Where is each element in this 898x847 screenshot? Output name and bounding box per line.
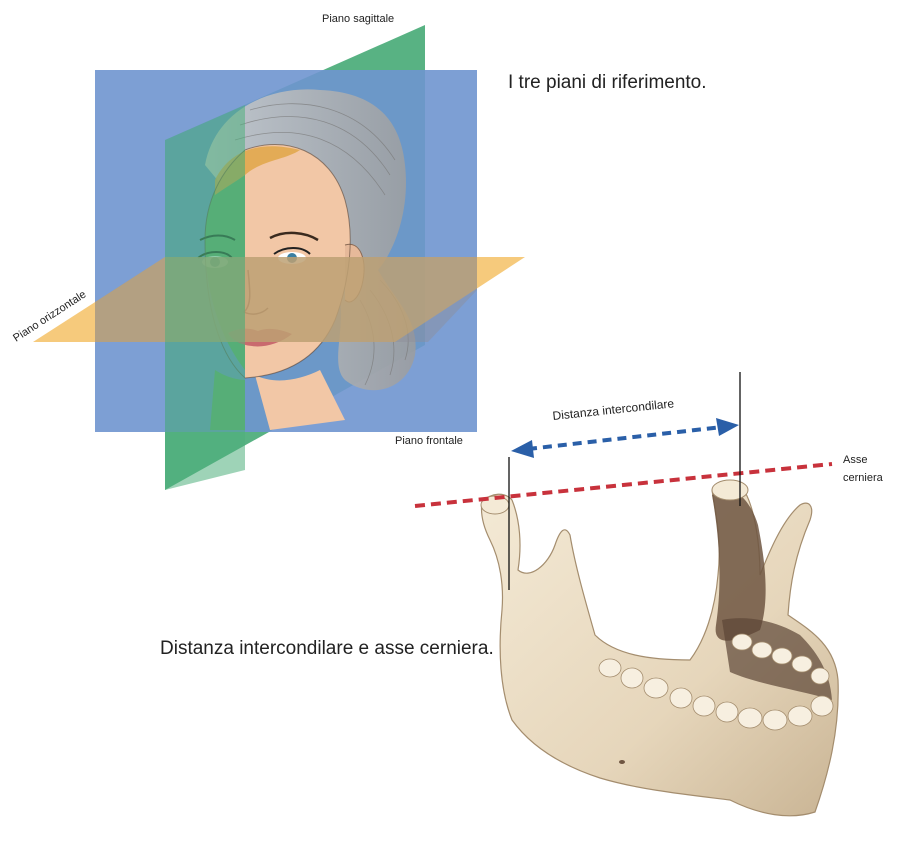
caption-reference-planes: I tre piani di riferimento. (508, 72, 707, 94)
right-condyle (712, 480, 748, 500)
label-sagittal-plane: Piano sagittale (322, 13, 394, 25)
hinge-axis-line (415, 464, 832, 506)
caption-intercondylar-hinge-axis: Distanza intercondilare e asse cerniera. (160, 638, 494, 660)
sagittal-plane-front (165, 105, 245, 490)
mental-foramen (619, 760, 625, 764)
label-hinge-axis-line2: cerniera (843, 472, 884, 484)
plane-overlap (95, 257, 477, 342)
label-frontal-plane: Piano frontale (395, 435, 463, 447)
label-hinge-axis-line1: Asse (843, 454, 867, 466)
reference-planes-illustration (33, 25, 525, 490)
mandible-inner-shadow (712, 488, 766, 641)
arrowhead-left (511, 440, 534, 458)
mandible-illustration (481, 480, 838, 816)
intercondylar-arrow (511, 418, 739, 458)
label-intercondylar-distance: Distanza intercondilare (552, 396, 675, 423)
arrowhead-right (716, 418, 739, 436)
